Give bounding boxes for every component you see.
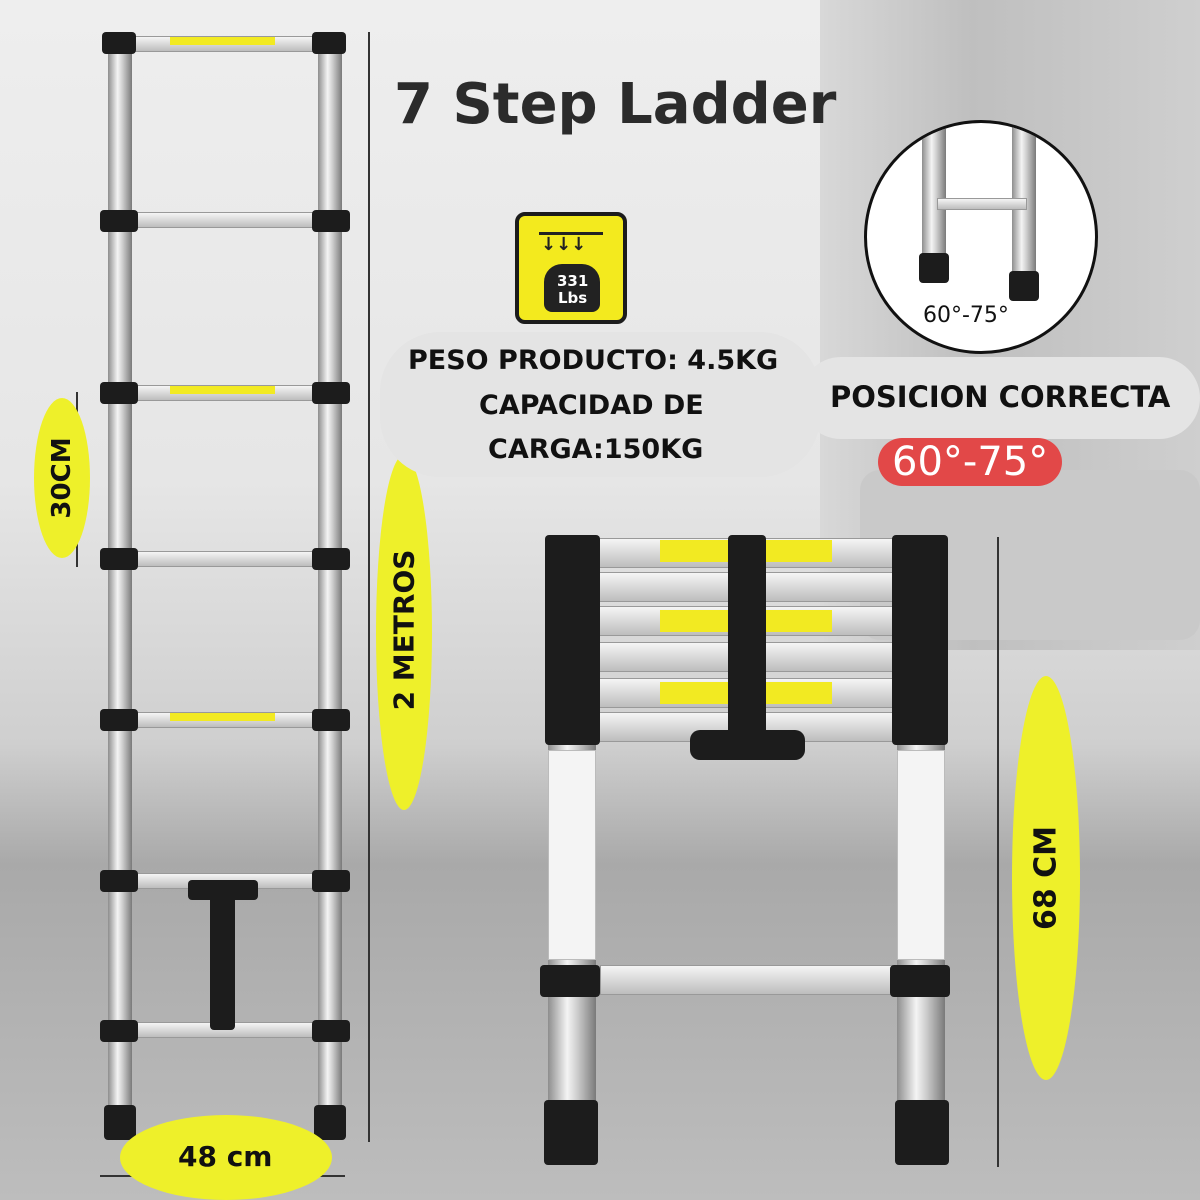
ladder-height-highlight <box>376 455 432 810</box>
angle-badge: 60°-75° <box>878 438 1063 486</box>
angle-inset-circle: 60°-75° <box>864 120 1098 354</box>
height-dimension-line <box>368 32 370 1142</box>
width-label: 48 cm <box>178 1140 273 1173</box>
step-height-highlight <box>34 398 90 558</box>
inset-angle-label: 60°-75° <box>923 303 1009 328</box>
weight-load-icon: ↓↓↓ 331 Lbs <box>515 212 627 324</box>
correct-position-label: POSICION CORRECTA <box>830 380 1171 414</box>
width-highlight <box>120 1115 332 1200</box>
product-title: 7 Step Ladder <box>394 72 837 137</box>
specs-bubble <box>380 332 820 477</box>
folded-height-label: 68 CM <box>1028 825 1064 931</box>
extended-ladder <box>0 0 360 1200</box>
load-capacity-line1: CAPACIDAD DE <box>479 390 704 421</box>
folded-dimension-line <box>997 537 999 1167</box>
load-capacity-line2: CARGA:150KG <box>488 434 704 465</box>
position-bubble <box>800 357 1200 439</box>
product-weight: PESO PRODUCTO: 4.5KG <box>408 345 779 376</box>
folded-height-highlight <box>1012 676 1080 1080</box>
